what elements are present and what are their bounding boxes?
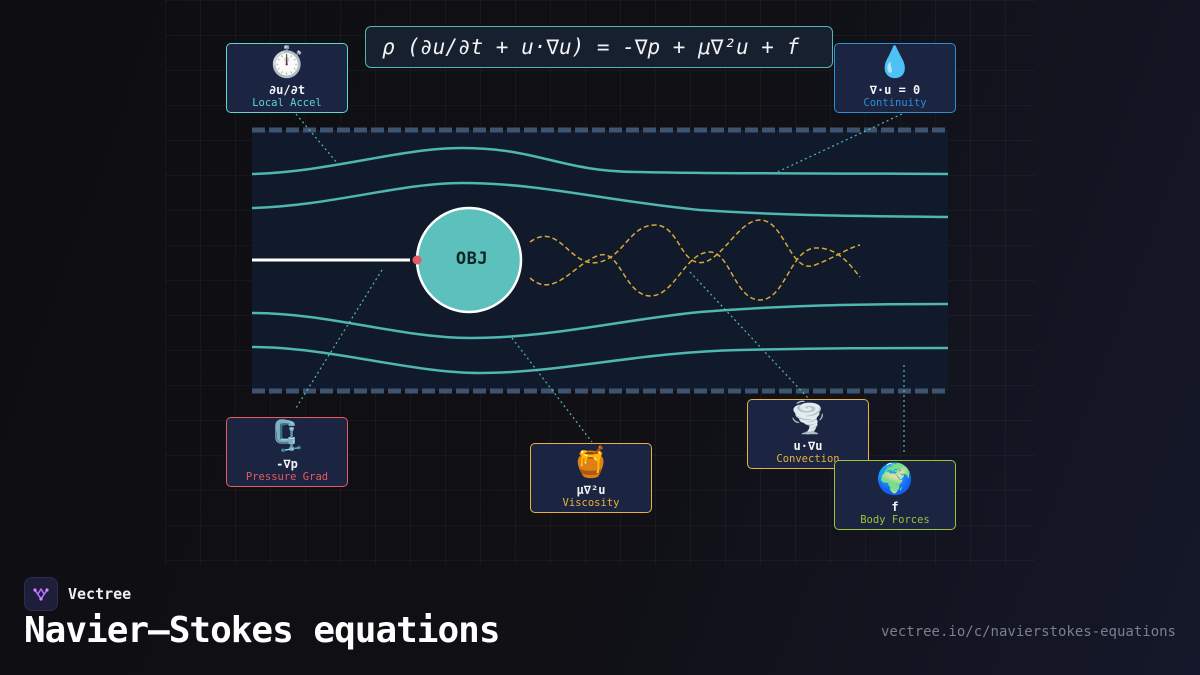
term-label: Body Forces — [860, 514, 930, 526]
term-label: Pressure Grad — [245, 471, 329, 483]
globe-icon: 🌍 — [876, 462, 914, 497]
connector-continuity — [774, 113, 903, 174]
streamline-2 — [251, 181, 949, 219]
term-label: Local Accel — [252, 97, 322, 109]
stopwatch-icon: ⏱️ — [268, 45, 306, 80]
connector-local-accel — [295, 113, 339, 165]
navier-stokes-equation: ρ (∂u/∂t + u·∇u) = -∇p + μ∇²u + f — [365, 26, 833, 68]
clamp-icon: 🗜️ — [268, 419, 306, 454]
object-label: OBJ — [455, 249, 489, 269]
term-symbol: μ∇²u — [576, 483, 606, 497]
honey-pot-icon: 🍯 — [572, 445, 610, 480]
streamline-4 — [251, 345, 949, 375]
page-title: Navier–Stokes equations — [24, 610, 500, 651]
page-url[interactable]: vectree.io/c/navierstokes-equations — [880, 624, 1176, 640]
term-symbol: -∇p — [276, 457, 298, 471]
streamline-1 — [251, 146, 949, 176]
term-label: Viscosity — [562, 497, 620, 509]
droplet-icon: 💧 — [876, 45, 914, 80]
wake-vortex-1 — [529, 219, 861, 267]
vectree-logo-icon — [24, 577, 58, 611]
term-label: Convection — [776, 453, 840, 465]
tornado-icon: 🌪️ — [789, 401, 827, 436]
connector-pressure — [295, 269, 383, 409]
term-card-convection[interactable]: 🌪️ u·∇u Convection — [747, 399, 869, 469]
brand[interactable]: Vectree — [24, 577, 131, 611]
probe-dot — [412, 255, 422, 265]
connector-convection — [689, 271, 809, 399]
brand-name: Vectree — [68, 585, 132, 603]
term-symbol: ∇·u = 0 — [869, 83, 921, 97]
streamline-3 — [251, 302, 949, 340]
term-card-local-accel[interactable]: ⏱️ ∂u/∂t Local Accel — [226, 43, 348, 113]
term-card-body-forces[interactable]: 🌍 f Body Forces — [834, 460, 956, 530]
term-symbol: ∂u/∂t — [268, 83, 306, 97]
term-card-continuity[interactable]: 💧 ∇·u = 0 Continuity — [834, 43, 956, 113]
connector-viscosity — [511, 337, 593, 443]
term-symbol: f — [891, 500, 899, 514]
term-label: Continuity — [863, 97, 927, 109]
term-card-viscosity[interactable]: 🍯 μ∇²u Viscosity — [530, 443, 652, 513]
term-symbol: u·∇u — [793, 439, 823, 453]
flow-diagram — [251, 113, 949, 452]
term-card-pressure-grad[interactable]: 🗜️ -∇p Pressure Grad — [226, 417, 348, 487]
wake-vortex-2 — [529, 247, 861, 301]
